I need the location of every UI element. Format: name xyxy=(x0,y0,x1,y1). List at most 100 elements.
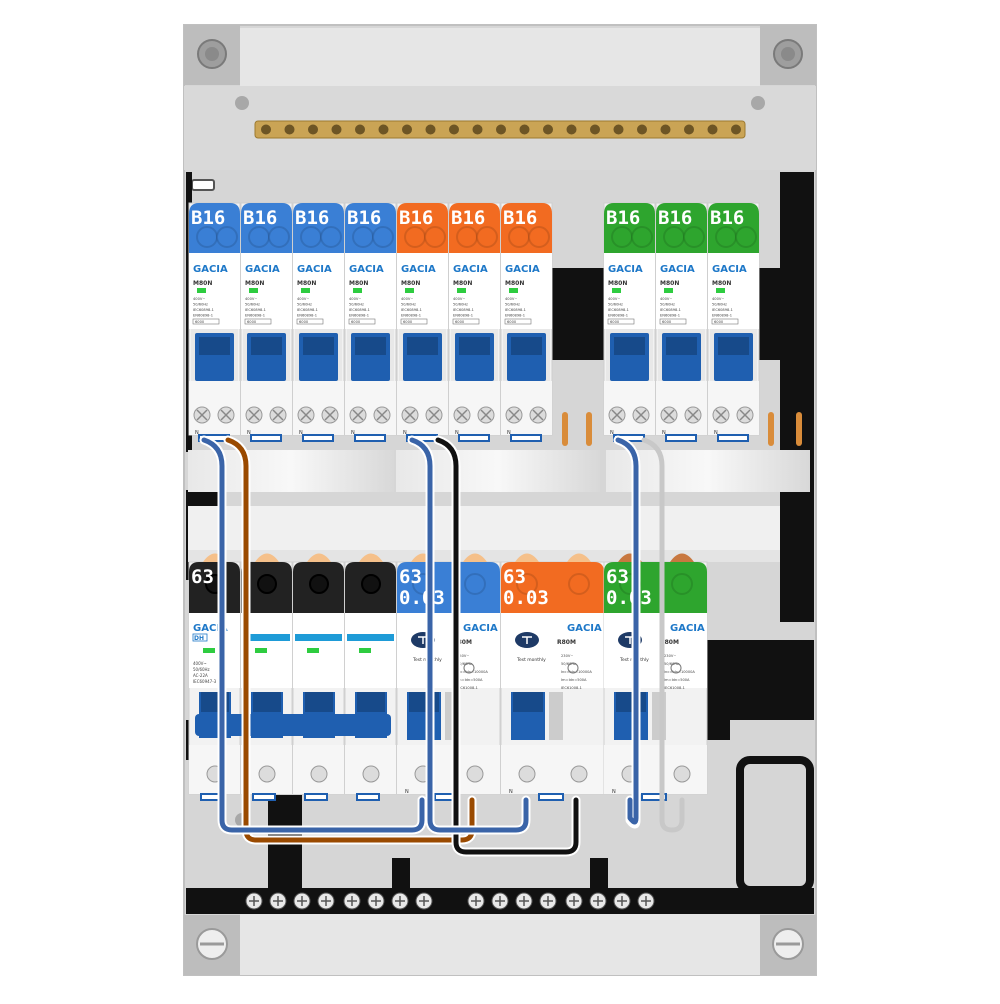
terminal-clamp xyxy=(252,793,276,801)
mcb-breaker[interactable]: B16GACIAM80N400V~50/60HzIEC60898-1EN6089… xyxy=(396,202,449,442)
mcb-breaker[interactable]: B16GACIAM80N400V~50/60HzIEC60898-1EN6089… xyxy=(603,202,656,442)
busbar-hole xyxy=(637,124,647,135)
wire-grey xyxy=(641,437,685,833)
spec-line: 50/60Hz xyxy=(608,303,623,307)
spec-line: 50/60Hz xyxy=(453,303,468,307)
spec-line: 50/60Hz xyxy=(193,667,210,672)
rcd-label-plate xyxy=(397,613,500,688)
status-window xyxy=(255,648,267,653)
busbar-hole xyxy=(613,124,624,135)
rcd-handle-top xyxy=(513,692,543,712)
screw-slot xyxy=(300,409,312,421)
mcb-toggle-top xyxy=(303,337,334,355)
mcb-breaker[interactable]: B16GACIAM80N400V~50/60HzIEC60898-1EN6089… xyxy=(655,202,708,442)
mcb-rating-label: B16 xyxy=(295,207,329,229)
mcb-model: M80N xyxy=(297,280,316,287)
status-window xyxy=(509,288,518,293)
rcd-symbol xyxy=(463,662,475,674)
spec-line: 400V~ xyxy=(245,297,257,301)
blue-stripe xyxy=(347,634,394,641)
mcb-breaker[interactable]: B16GACIAM80N400V~50/60HzIEC60898-1EN6089… xyxy=(292,202,345,442)
spec-line: 400V~ xyxy=(349,297,361,301)
spec-line: 230V~ xyxy=(664,654,676,658)
rcd-test-text: Test monthly xyxy=(516,657,546,663)
neutral-label: N xyxy=(507,430,511,436)
mcb-breaker[interactable]: B16GACIAM80N400V~50/60HzIEC60898-1EN6089… xyxy=(707,202,760,442)
mcb-breaker[interactable]: B16GACIAM80N400V~50/60HzIEC60898-1EN6089… xyxy=(344,202,397,442)
status-window xyxy=(716,288,725,293)
rating-box-text: 6000 xyxy=(195,320,205,324)
rcd-terminal xyxy=(501,745,604,794)
rcd-label-plate xyxy=(501,613,604,688)
blue-stripe xyxy=(243,634,290,641)
status-window xyxy=(612,288,621,293)
rating-box-text: 6000 xyxy=(507,320,517,324)
test-button-t xyxy=(522,636,532,644)
spec-line: Im=Idn=500A xyxy=(561,678,587,682)
spec-line: EN60898-1 xyxy=(712,314,732,318)
brand-logo: GACIA xyxy=(567,623,602,634)
mcb-cap-dimple xyxy=(683,226,705,248)
wire-black xyxy=(435,437,579,855)
screw-slot xyxy=(508,409,520,421)
busbar-hole xyxy=(519,124,530,135)
mcb-rating-label: B16 xyxy=(503,207,537,229)
mcb-model: M80N xyxy=(660,280,679,287)
terminal-clamp xyxy=(250,434,282,442)
spec-line: IEC60898-1 xyxy=(245,308,266,312)
rating-box xyxy=(192,318,220,325)
neutral-label: N xyxy=(662,430,666,436)
mcb-breaker[interactable]: B16GACIAM80N400V~50/60HzIEC60898-1EN6089… xyxy=(448,202,501,442)
mcb-cap-dimple xyxy=(715,226,737,248)
screw-slot xyxy=(220,409,232,421)
rcd-terminal xyxy=(604,745,707,794)
mcb-breaker[interactable]: B16GACIAM80N400V~50/60HzIEC60898-1EN6089… xyxy=(500,202,553,442)
rcd-rating: 63 xyxy=(503,566,526,588)
mcb-cap-dimple xyxy=(663,226,685,248)
status-window xyxy=(197,288,206,293)
spec-line: 400V~ xyxy=(193,661,207,666)
spec-line: 230V~ xyxy=(561,654,573,658)
mcb-breaker[interactable]: B16GACIAM80N400V~50/60HzIEC60898-1EN6089… xyxy=(188,202,241,442)
wire-brown xyxy=(225,437,475,843)
rcd-sensitivity: 0.03 xyxy=(606,587,652,609)
mcb-toggle-top xyxy=(251,337,282,355)
spec-line: EN60898-1 xyxy=(349,314,369,318)
mcb-terminal xyxy=(345,381,396,435)
switch-handle-top xyxy=(357,692,385,712)
spec-line: IEC61008-1 xyxy=(664,686,685,690)
mcb-rating-label: B16 xyxy=(451,207,485,229)
spec-line: EN60898-1 xyxy=(297,314,317,318)
neutral-label: N xyxy=(612,789,616,795)
top-cover-strip xyxy=(240,28,760,86)
rcd-handle-top xyxy=(616,692,646,712)
brand-logo: GACIA xyxy=(712,264,747,275)
spec-line: 230V~ xyxy=(457,654,469,658)
busbar-hole xyxy=(472,124,483,135)
screw-slot xyxy=(404,409,416,421)
rating-box-text: 6000 xyxy=(403,320,413,324)
mcb-rating-label: B16 xyxy=(191,207,225,229)
spec-line: 50/60Hz xyxy=(297,303,312,307)
neutral-label: N xyxy=(405,789,409,795)
spec-line: IEC60947-3 xyxy=(193,679,217,684)
corner-screw-top-left xyxy=(184,25,240,85)
mcb-toggle-top xyxy=(459,337,490,355)
busbar-hole xyxy=(355,124,365,135)
spec-line: 50/60Hz xyxy=(660,303,675,307)
mcb-breaker[interactable]: B16GACIAM80N400V~50/60HzIEC60898-1EN6089… xyxy=(240,202,293,442)
mcb-cap-dimple xyxy=(352,226,374,248)
mcb-toggle-top xyxy=(407,337,438,355)
rcd-cap-dimple xyxy=(516,573,538,595)
corner-screw-top-right xyxy=(760,25,816,85)
rating-box xyxy=(659,318,687,325)
copper-tab xyxy=(463,553,487,562)
rating-box xyxy=(711,318,739,325)
rcd-label-plate xyxy=(604,613,707,688)
rating-box-text: 6000 xyxy=(714,320,724,324)
